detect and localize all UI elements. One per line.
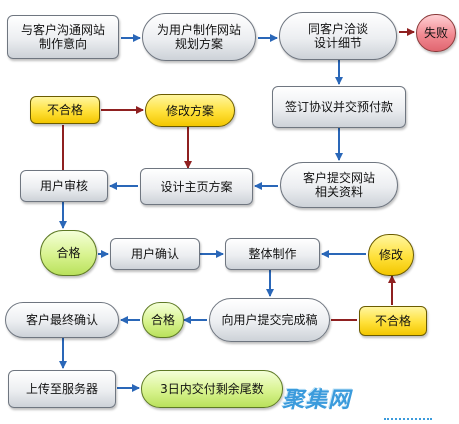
step-user-confirm-label: 用户确认 — [130, 247, 179, 261]
step-final-payment-label: 3日内交付剩余尾数 — [160, 382, 264, 396]
step-plan-label: 为用户制作网站 规划方案 — [156, 23, 241, 51]
step-revise-plan: 修改方案 — [145, 94, 235, 127]
step-revise-label: 修改 — [378, 248, 403, 262]
watermark-underline — [384, 418, 432, 422]
result-reject-2-label: 不合格 — [374, 314, 411, 328]
result-reject-1: 不合格 — [30, 96, 100, 124]
result-pass-1: 合格 — [40, 230, 97, 276]
step-contract-label: 签订协议并交预付款 — [284, 100, 393, 114]
step-final-payment: 3日内交付剩余尾数 — [141, 370, 283, 408]
step-upload: 上传至服务器 — [8, 370, 116, 408]
step-upload-label: 上传至服务器 — [25, 382, 98, 396]
step-homepage-design-label: 设计主页方案 — [160, 179, 233, 194]
step-homepage-design: 设计主页方案 — [140, 168, 253, 205]
step-submit-draft-label: 向用户提交完成稿 — [221, 313, 318, 327]
step-final-confirm: 客户最终确认 — [5, 302, 119, 338]
step-revise-plan-label: 修改方案 — [165, 103, 214, 118]
step-negotiate: 同客户洽谈 设计细节 — [279, 12, 397, 60]
step-communicate-label: 与客户沟通网站 制作意向 — [20, 23, 105, 51]
step-build: 整体制作 — [225, 238, 320, 270]
step-communicate: 与客户沟通网站 制作意向 — [7, 15, 119, 59]
step-user-confirm: 用户确认 — [110, 238, 200, 270]
result-pass-1-label: 合格 — [56, 246, 81, 260]
step-final-confirm-label: 客户最终确认 — [25, 313, 98, 327]
result-reject-1-label: 不合格 — [46, 103, 83, 117]
step-revise: 修改 — [368, 234, 414, 276]
step-negotiate-label: 同客户洽谈 设计细节 — [307, 22, 368, 50]
step-materials-label: 客户提交网站 相关资料 — [302, 171, 375, 199]
result-fail: 失败 — [416, 14, 456, 52]
step-plan: 为用户制作网站 规划方案 — [142, 13, 256, 61]
step-build-label: 整体制作 — [248, 247, 297, 261]
step-user-review-label: 用户审核 — [39, 179, 88, 193]
step-user-review: 用户审核 — [20, 170, 108, 202]
result-pass-2-label: 合格 — [150, 313, 175, 327]
step-submit-draft: 向用户提交完成稿 — [209, 298, 330, 342]
result-pass-2: 合格 — [142, 302, 184, 338]
step-contract: 签订协议并交预付款 — [272, 86, 406, 128]
result-reject-2: 不合格 — [359, 306, 427, 336]
step-materials: 客户提交网站 相关资料 — [280, 162, 398, 208]
watermark-text: 聚集网 — [282, 388, 352, 413]
result-fail-label: 失败 — [423, 26, 448, 40]
